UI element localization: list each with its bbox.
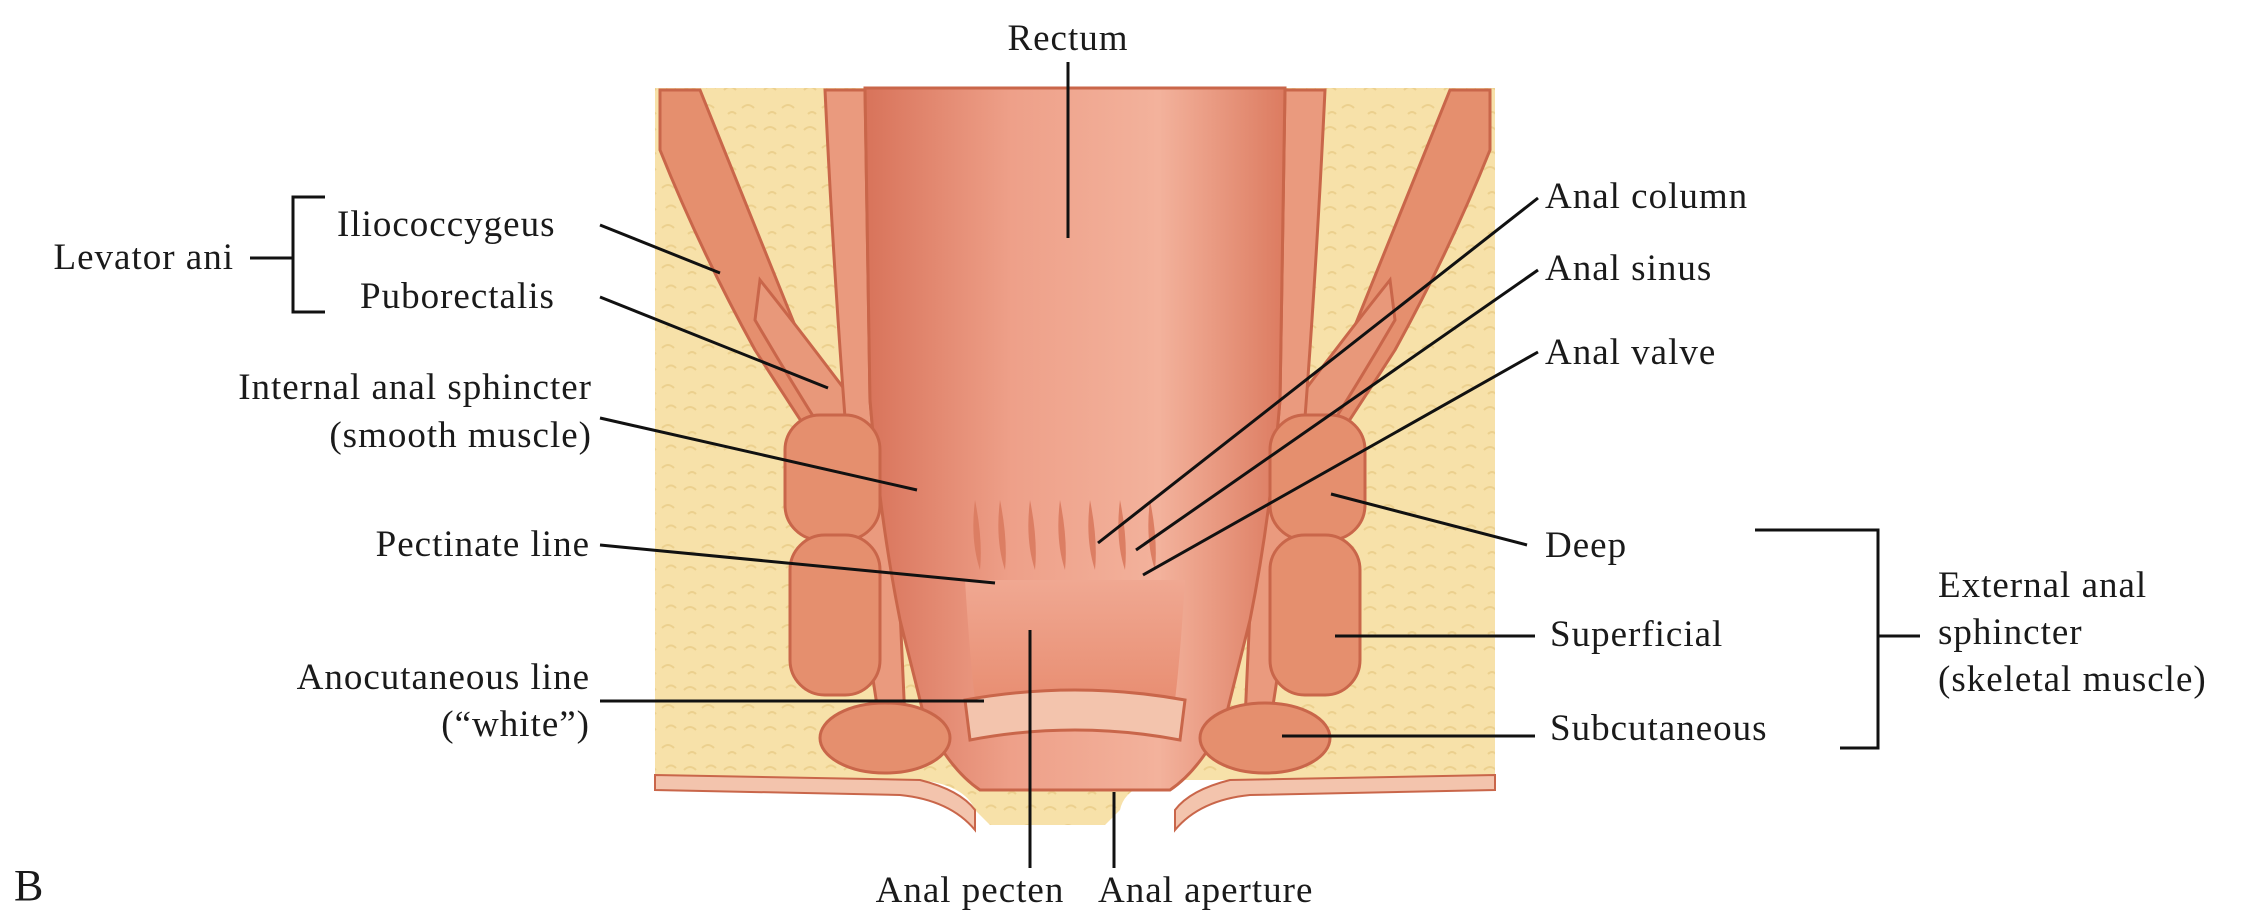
skin-right [1175, 775, 1495, 830]
label-deep: Deep [1545, 525, 1627, 567]
label-pectinate-line: Pectinate line [100, 524, 590, 566]
label-internal-sphincter-2: (smooth muscle) [100, 415, 592, 457]
label-anal-valve: Anal valve [1545, 332, 1716, 374]
label-iliococcygeus: Iliococcygeus [337, 204, 555, 246]
label-external-sphincter-1: External anal [1938, 565, 2147, 607]
label-superficial: Superficial [1550, 614, 1723, 656]
label-external-sphincter-3: (skeletal muscle) [1938, 659, 2207, 701]
label-anocutaneous-1: Anocutaneous line [100, 657, 590, 699]
external-sphincter-superficial-left [790, 535, 880, 695]
external-sphincter-superficial-right [1270, 535, 1360, 695]
label-anal-aperture: Anal aperture [1098, 870, 1313, 912]
skin-left [655, 775, 975, 830]
anal-pecten-region [965, 580, 1185, 700]
label-external-sphincter-2: sphincter [1938, 612, 2083, 654]
label-subcutaneous: Subcutaneous [1550, 708, 1768, 750]
label-anocutaneous-2: (“white”) [100, 704, 590, 746]
label-levator-ani: Levator ani [0, 237, 234, 279]
label-anal-sinus: Anal sinus [1545, 248, 1712, 290]
label-puborectalis: Puborectalis [360, 276, 555, 318]
label-rectum: Rectum [968, 18, 1168, 60]
external-sphincter-subcutaneous-right [1200, 703, 1330, 773]
label-anal-column: Anal column [1545, 176, 1748, 218]
external-sphincter-bracket [1755, 530, 1920, 748]
label-anal-pecten: Anal pecten [870, 870, 1070, 912]
external-sphincter-subcutaneous-left [820, 703, 950, 773]
levator-ani-bracket [250, 197, 325, 312]
panel-letter: B [14, 860, 43, 911]
label-internal-sphincter-1: Internal anal sphincter [100, 367, 592, 409]
